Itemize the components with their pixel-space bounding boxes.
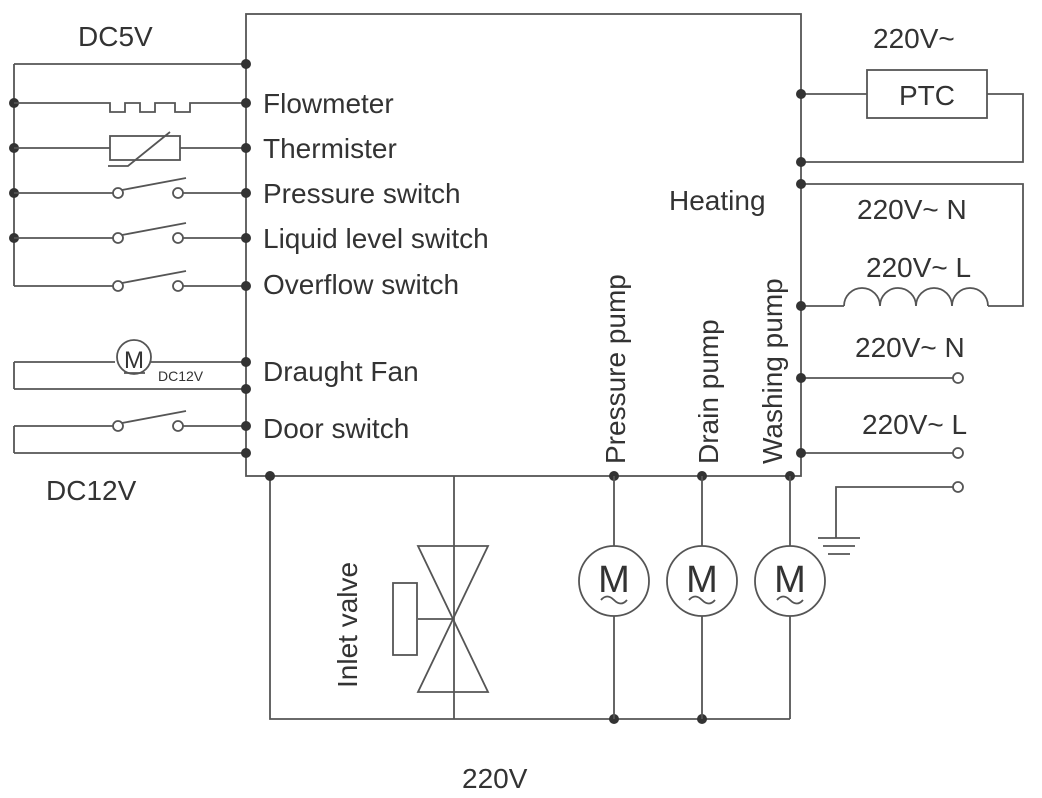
door-switch: [13, 410, 251, 458]
ac220-top-label: 220V~: [873, 23, 955, 54]
flowmeter-label: Flowmeter: [263, 88, 394, 119]
supply-terminals: [796, 372, 964, 538]
pressure-pump-symbol: M: [598, 559, 630, 601]
supply-l-label: 220V~ L: [862, 409, 967, 440]
overflow-switch: [14, 270, 251, 292]
ac220-bottom-label: 220V: [462, 763, 528, 794]
supply-n-label: 220V~ N: [855, 332, 965, 363]
liquid-level-switch: [14, 222, 251, 244]
drain-pump-label: Drain pump: [693, 319, 724, 464]
thermister-label: Thermister: [263, 133, 397, 164]
ground-icon: [818, 537, 860, 555]
dc5v-bus: [9, 59, 251, 286]
heating-label: Heating: [669, 185, 766, 216]
pressure-switch: [14, 177, 251, 199]
draught-fan-motor: [13, 339, 251, 394]
flowmeter-sensor: [14, 98, 251, 113]
coil-l-label: 220V~ L: [866, 252, 971, 283]
washing-pump-symbol: M: [774, 559, 806, 601]
liquid-level-switch-label: Liquid level switch: [263, 223, 489, 254]
coil-n-label: 220V~ N: [857, 194, 967, 225]
pressure-pump-label: Pressure pump: [600, 274, 631, 464]
heating-coil: [796, 179, 1024, 311]
pressure-pump-motor: [578, 476, 650, 719]
ptc-label: PTC: [899, 80, 955, 111]
pressure-switch-label: Pressure switch: [263, 178, 461, 209]
controller-box: [245, 13, 802, 477]
dc5v-label: DC5V: [78, 21, 153, 52]
inlet-valve-label: Inlet valve: [332, 562, 363, 688]
overflow-switch-label: Overflow switch: [263, 269, 459, 300]
draught-fan-label: Draught Fan: [263, 356, 419, 387]
dc12v-label: DC12V: [46, 475, 137, 506]
drain-pump-motor: [666, 476, 738, 719]
ptc-heater: [796, 69, 1024, 167]
thermister-sensor: [14, 131, 251, 167]
drain-pump-symbol: M: [686, 559, 718, 601]
washing-pump-motor: [754, 476, 826, 719]
fan-motor-symbol: M: [124, 347, 144, 374]
fan-motor-rating: DC12V: [158, 368, 204, 384]
washing-pump-label: Washing pump: [757, 278, 788, 464]
inlet-valve: [392, 545, 490, 693]
door-switch-label: Door switch: [263, 413, 409, 444]
